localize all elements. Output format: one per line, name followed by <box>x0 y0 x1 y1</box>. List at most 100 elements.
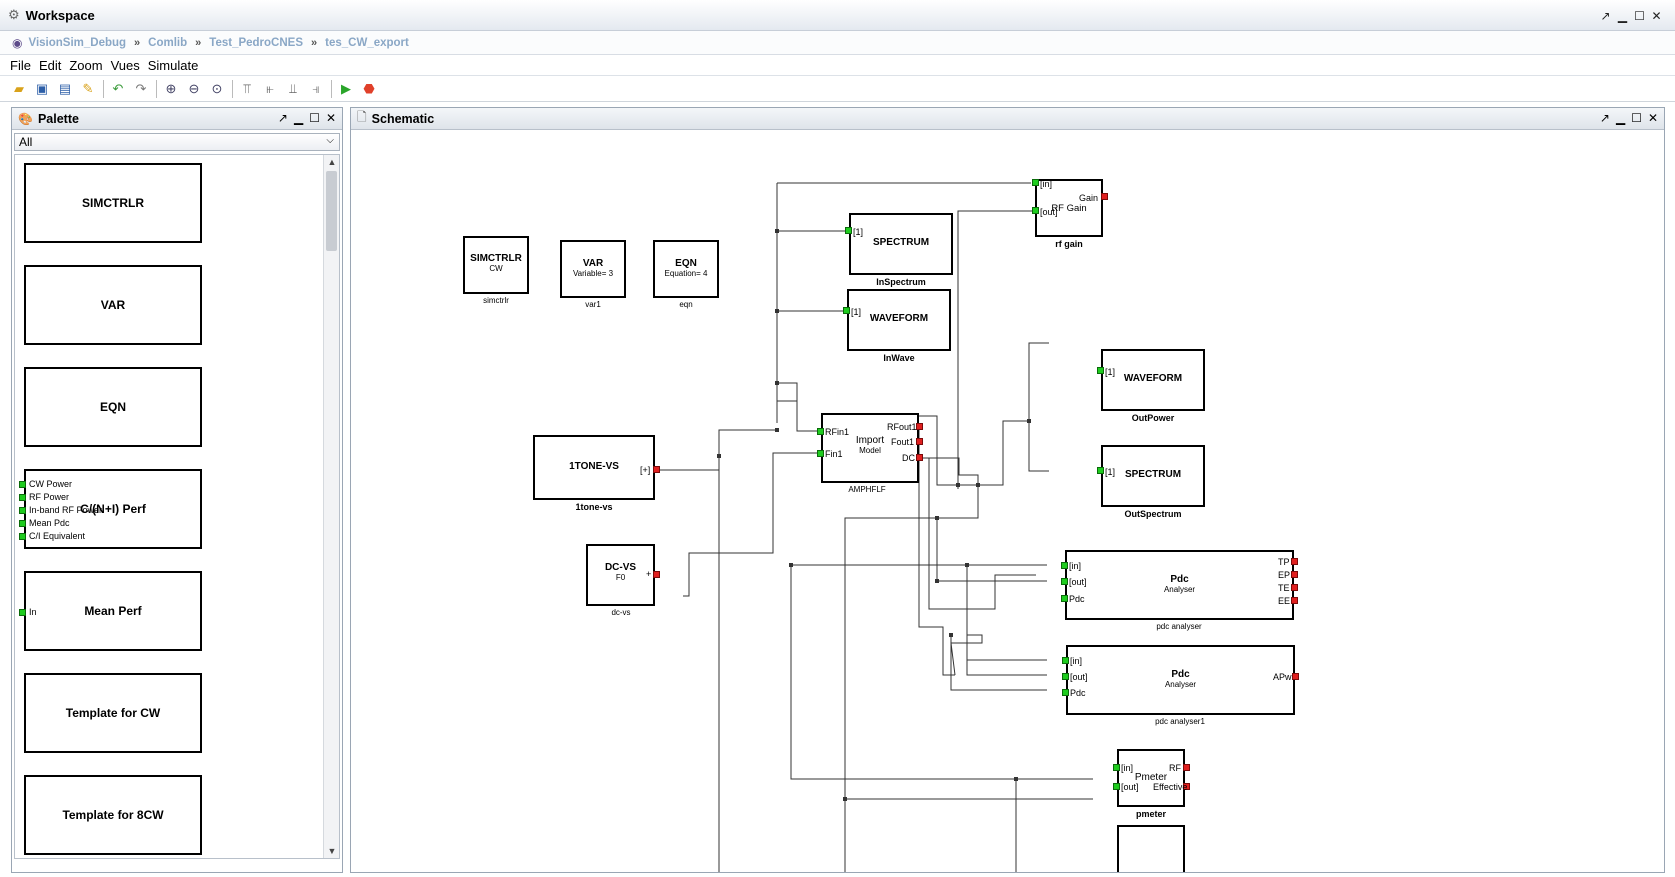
port-pin[interactable] <box>845 227 852 234</box>
undo-icon[interactable]: ↶ <box>112 80 124 96</box>
port-pin[interactable] <box>817 450 824 457</box>
port-pin[interactable] <box>1113 764 1120 771</box>
pin-label: RF Power <box>29 492 70 502</box>
component-amphflf[interactable]: Import Model <box>821 413 919 483</box>
undock-icon[interactable]: ↗ <box>1599 111 1610 125</box>
clean-icon[interactable]: ✎ <box>82 80 94 96</box>
port-pin[interactable] <box>653 466 660 473</box>
component-dc-vs[interactable]: DC-VS F0 <box>586 544 655 606</box>
menu-zoom[interactable]: Zoom <box>69 57 103 73</box>
port-pin[interactable] <box>19 481 26 488</box>
port-pin[interactable] <box>916 438 923 445</box>
component-name: SPECTRUM <box>872 237 930 248</box>
palette-filter-select[interactable]: All ⌵ <box>14 133 340 151</box>
port-pin[interactable] <box>916 423 923 430</box>
menu-edit[interactable]: Edit <box>38 57 62 73</box>
palette-item-template-8cw[interactable]: Template for 8CW <box>24 775 202 855</box>
palette-item-var[interactable]: VAR <box>24 265 202 345</box>
port-pin[interactable] <box>19 609 26 616</box>
schematic-canvas[interactable]: SIMCTRLR CW simctrlr VAR Variable= 3 var… <box>351 131 1664 872</box>
minimize-icon[interactable]: ▁ <box>1615 111 1626 125</box>
maximize-icon[interactable]: ☐ <box>1631 111 1642 125</box>
port-pin[interactable] <box>1097 367 1104 374</box>
save-icon[interactable]: ▣ <box>35 80 49 96</box>
menu-vues[interactable]: Vues <box>110 57 140 73</box>
port-pin[interactable] <box>1291 571 1298 578</box>
component-var[interactable]: VAR Variable= 3 <box>560 240 626 298</box>
palette-scrollbar[interactable]: ▲ ▼ <box>323 155 339 858</box>
port-pin[interactable] <box>1032 207 1039 214</box>
menu-file[interactable]: File <box>10 57 31 73</box>
component-inspectrum[interactable]: SPECTRUM <box>849 213 953 275</box>
component-1tone-vs[interactable]: 1TONE-VS <box>533 435 655 500</box>
scroll-down-icon[interactable]: ▼ <box>327 846 337 856</box>
component-pmeter[interactable]: Pmeter <box>1117 749 1185 807</box>
align-top-icon[interactable]: ⫪ <box>243 80 251 96</box>
component-eqn[interactable]: EQN Equation= 4 <box>653 240 719 298</box>
save-as-icon[interactable]: ▤ <box>58 80 72 96</box>
palette-item-mean-perf[interactable]: Mean Perf <box>24 571 202 651</box>
align-bottom-icon[interactable]: ⫫ <box>289 80 297 96</box>
zoom-fit-icon[interactable]: ⊙ <box>211 80 223 96</box>
close-icon[interactable]: ✕ <box>1647 111 1658 125</box>
port-pin[interactable] <box>19 507 26 514</box>
palette-item-simctrlr[interactable]: SIMCTRLR <box>24 163 202 243</box>
port-pin[interactable] <box>1032 179 1039 186</box>
port-pin[interactable] <box>1062 689 1069 696</box>
port-pin[interactable] <box>19 494 26 501</box>
zoom-in-icon[interactable]: ⊕ <box>165 80 177 96</box>
port-pin[interactable] <box>19 520 26 527</box>
port-pin[interactable] <box>1062 673 1069 680</box>
align-right-icon[interactable]: ⫣ <box>312 80 320 96</box>
component-outspectrum[interactable]: SPECTRUM <box>1101 445 1205 507</box>
port-pin[interactable] <box>817 428 824 435</box>
component-pdc-analyser1[interactable]: Pdc Analyser <box>1066 645 1295 715</box>
palette-item-template-cw[interactable]: Template for CW <box>24 673 202 753</box>
minimize-icon[interactable]: ▁ <box>1617 9 1628 23</box>
scroll-up-icon[interactable]: ▲ <box>327 157 337 167</box>
maximize-icon[interactable]: ☐ <box>309 111 320 125</box>
undock-icon[interactable]: ↗ <box>1600 9 1611 23</box>
stop-simulation-icon[interactable]: ⬣ <box>363 80 375 96</box>
maximize-icon[interactable]: ☐ <box>1634 9 1645 23</box>
scrollbar-thumb[interactable] <box>326 171 337 251</box>
component-simctrlr[interactable]: SIMCTRLR CW <box>463 236 529 294</box>
component-pdc-analyser[interactable]: Pdc Analyser <box>1065 550 1294 620</box>
port-pin[interactable] <box>1291 584 1298 591</box>
port-pin[interactable] <box>843 307 850 314</box>
port-pin[interactable] <box>1061 562 1068 569</box>
undock-icon[interactable]: ↗ <box>277 111 288 125</box>
palette-item-eqn[interactable]: EQN <box>24 367 202 447</box>
minimize-icon[interactable]: ▁ <box>293 111 304 125</box>
breadcrumb-item-folder[interactable]: Test_PedroCNES <box>209 36 304 49</box>
port-pin[interactable] <box>1291 597 1298 604</box>
port-pin[interactable] <box>1061 595 1068 602</box>
port-pin[interactable] <box>1062 657 1069 664</box>
menu-simulate[interactable]: Simulate <box>147 57 199 73</box>
port-pin[interactable] <box>1113 783 1120 790</box>
palette-item-cn-perf[interactable]: C/(N+I) Perf <box>24 469 202 549</box>
component-partial[interactable] <box>1117 825 1185 872</box>
breadcrumb-item-project[interactable]: VisionSim_Debug <box>28 36 127 49</box>
close-icon[interactable]: ✕ <box>325 111 336 125</box>
breadcrumb-item-schematic[interactable]: tes_CW_export <box>325 36 409 49</box>
component-outpower[interactable]: WAVEFORM <box>1101 349 1205 411</box>
redo-icon[interactable]: ↷ <box>135 80 147 96</box>
close-icon[interactable]: ✕ <box>1651 9 1662 23</box>
breadcrumb-item-library[interactable]: Comlib <box>148 36 188 49</box>
port-pin[interactable] <box>1061 578 1068 585</box>
port-pin[interactable] <box>653 571 660 578</box>
align-left-icon[interactable]: ⫦ <box>266 80 274 96</box>
open-folder-icon[interactable]: ▰ <box>14 80 24 96</box>
port-pin[interactable] <box>1097 467 1104 474</box>
port-pin[interactable] <box>19 533 26 540</box>
port-pin[interactable] <box>1101 193 1108 200</box>
port-pin[interactable] <box>1291 558 1298 565</box>
component-inwave[interactable]: WAVEFORM <box>847 289 951 351</box>
port-pin[interactable] <box>1183 764 1190 771</box>
port-pin[interactable] <box>1292 673 1299 680</box>
run-simulation-icon[interactable]: ▶ <box>341 80 351 96</box>
port-pin[interactable] <box>1183 783 1190 790</box>
port-pin[interactable] <box>916 454 923 461</box>
zoom-out-icon[interactable]: ⊖ <box>188 80 200 96</box>
